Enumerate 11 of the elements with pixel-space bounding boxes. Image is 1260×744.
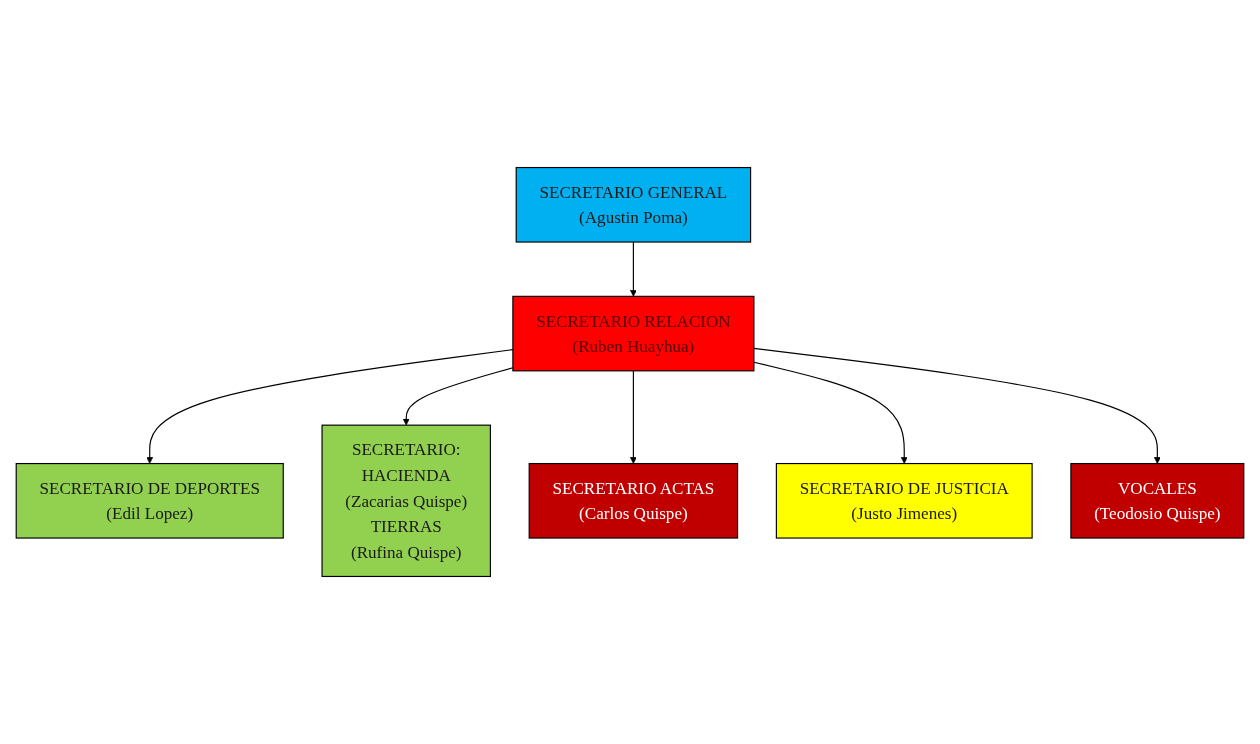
arrow — [753, 347, 1161, 464]
arrow — [629, 241, 637, 297]
arrow — [629, 370, 637, 464]
node-box: SECRETARIO: HACIENDA (Zacarias Quispe) TIERRAS (Rufina Quispe) — [321, 424, 491, 578]
node-box: VOCALES (Teodosio Quispe) — [1070, 463, 1245, 539]
node-box: SECRETARIO GENERAL (Agustin Poma) — [515, 166, 752, 243]
node-box: SECRETARIO ACTAS (Carlos Quispe) — [528, 463, 739, 539]
arrow — [753, 361, 908, 464]
node-box: SECRETARIO DE JUSTICIA (Justo Jimenes) — [775, 463, 1033, 539]
node-box: SECRETARIO RELACION (Ruben Huayhua) — [512, 295, 755, 372]
node-box: SECRETARIO DE DEPORTES (Edil Lopez) — [15, 463, 284, 539]
